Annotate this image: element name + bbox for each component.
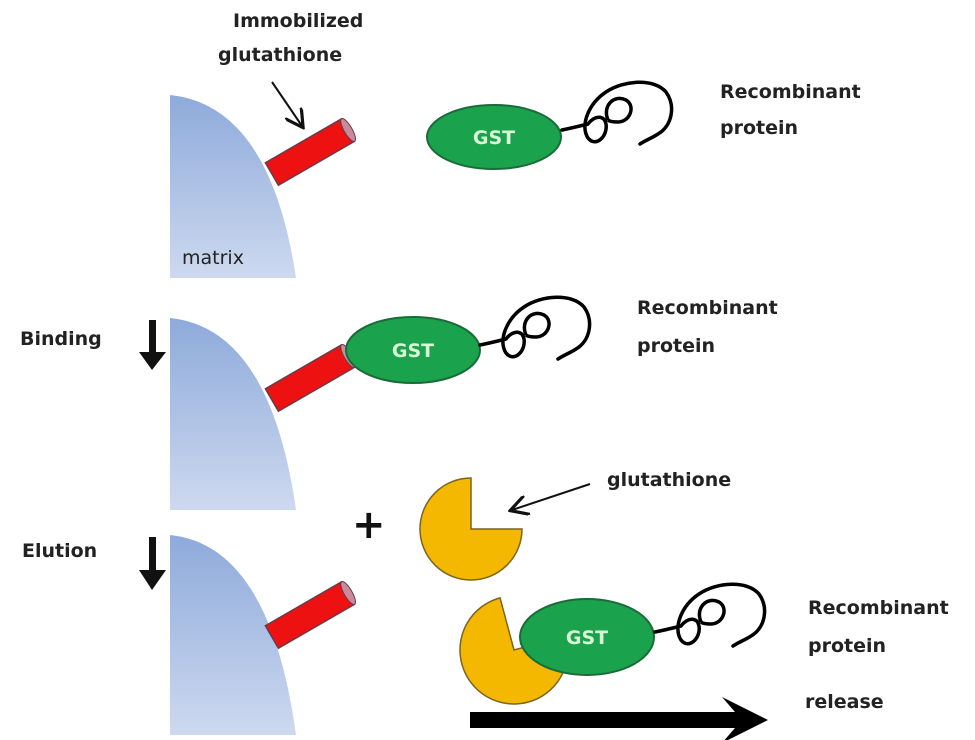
recombinant-label-line2: protein xyxy=(720,117,798,139)
gst-label: GST xyxy=(566,627,608,649)
down-arrow-icon xyxy=(139,320,166,370)
immobilized-glutathione-rod xyxy=(264,580,356,650)
glutathione-label: glutathione xyxy=(607,469,731,491)
recombinant-label: Recombinant xyxy=(720,81,861,103)
release-arrow-icon xyxy=(470,697,768,740)
release-label: release xyxy=(805,691,884,713)
immobilized-glutathione-rod xyxy=(264,117,356,187)
recombinant-label: Recombinant xyxy=(637,297,778,319)
pointer-arrow-icon xyxy=(512,483,591,510)
plus-sign: + xyxy=(352,502,386,548)
gst-tag xyxy=(426,104,562,170)
gst-label: GST xyxy=(473,127,515,149)
down-arrow-icon xyxy=(139,537,166,590)
matrix-bead xyxy=(170,535,296,735)
recombinant-protein-coil xyxy=(653,582,767,648)
elution-label: Elution xyxy=(22,540,97,562)
matrix-label: matrix xyxy=(182,247,244,269)
recombinant-label-line2: protein xyxy=(637,335,715,357)
immobilized-glutathione-rod xyxy=(264,343,356,413)
binding-label: Binding xyxy=(20,328,102,350)
recombinant-protein-coil xyxy=(560,80,674,146)
gst-tag xyxy=(519,598,655,676)
free-glutathione xyxy=(419,477,523,581)
gst-label: GST xyxy=(392,340,434,362)
immobilized-label: Immobilized xyxy=(233,10,363,32)
recombinant-protein-coil xyxy=(478,295,592,361)
gst-tag xyxy=(345,316,481,384)
matrix-bead xyxy=(170,95,296,278)
matrix-bead xyxy=(170,318,296,510)
immobilized-label-line2: glutathione xyxy=(218,44,342,66)
recombinant-label-line2: protein xyxy=(808,635,886,657)
recombinant-label: Recombinant xyxy=(808,597,949,619)
pointer-arrow-icon xyxy=(271,81,302,126)
